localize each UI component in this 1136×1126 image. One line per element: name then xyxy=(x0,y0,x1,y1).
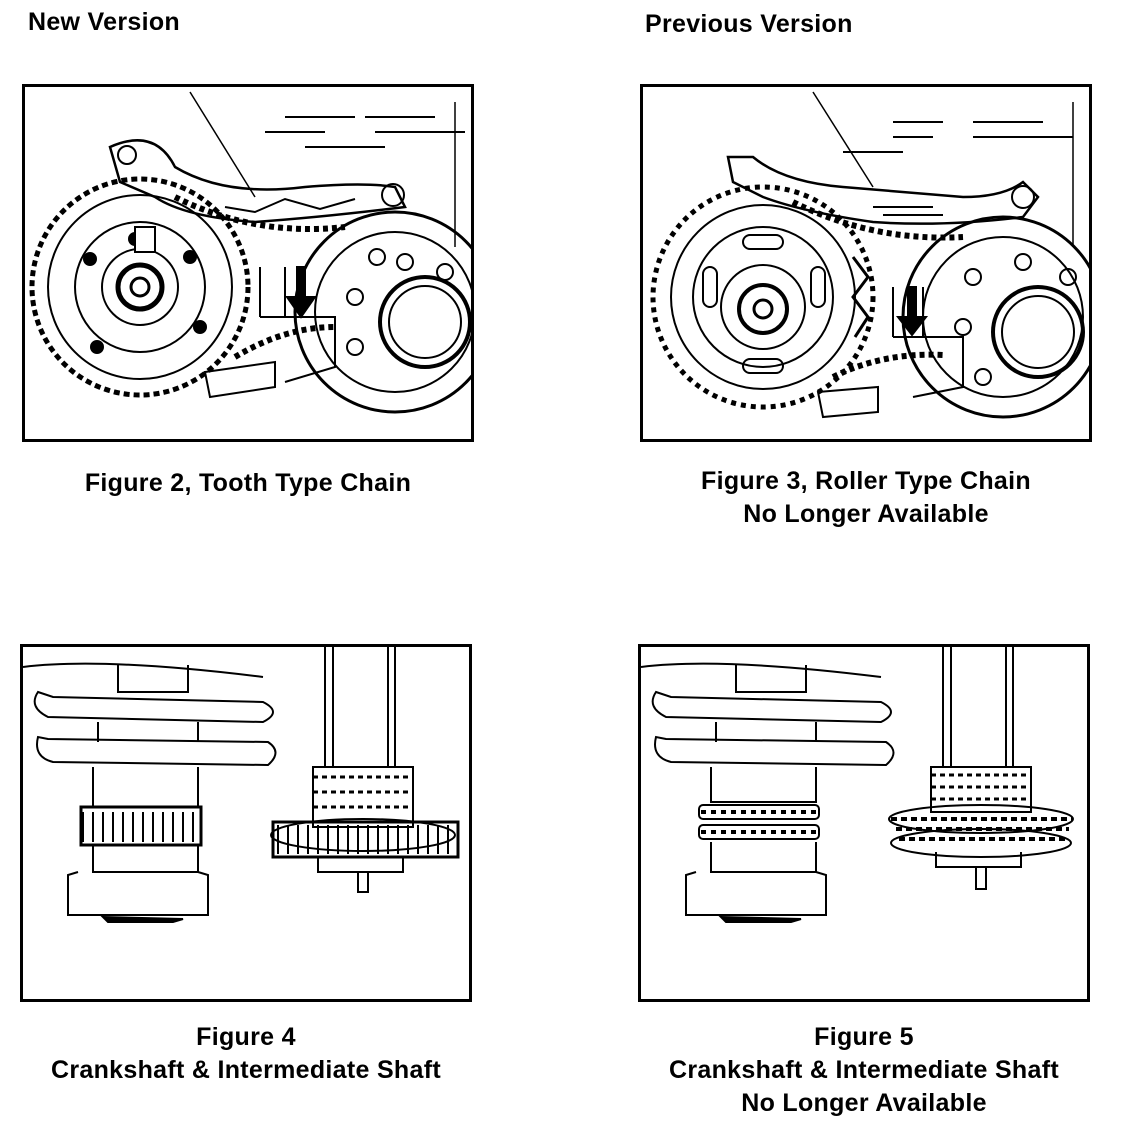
figure-5-illustration xyxy=(638,644,1090,1002)
figure-4-caption: Figure 4 Crankshaft & Intermediate Shaft xyxy=(20,1021,472,1087)
tooth-chain-drawing xyxy=(29,91,471,414)
caption-line: Figure 3, Roller Type Chain xyxy=(701,467,1031,495)
caption-line: Figure 4 xyxy=(196,1023,296,1051)
heading-previous-version: Previous Version xyxy=(645,10,853,38)
crankshaft-roller-sprocket-drawing xyxy=(641,647,1074,923)
figure-3-illustration xyxy=(640,84,1092,442)
caption-line: No Longer Available xyxy=(743,500,989,528)
caption-line: Figure 2, Tooth Type Chain xyxy=(84,469,412,497)
heading-new-version: New Version xyxy=(28,8,180,36)
roller-chain-drawing xyxy=(650,91,1089,419)
figure-5-caption: Figure 5 Crankshaft & Intermediate Shaft… xyxy=(638,1021,1090,1120)
caption-line: Figure 5 xyxy=(814,1023,914,1051)
crankshaft-tooth-sprocket-drawing xyxy=(23,647,460,923)
figure-2-illustration xyxy=(22,84,474,442)
caption-line: No Longer Available xyxy=(741,1089,987,1117)
caption-line: Crankshaft & Intermediate Shaft xyxy=(51,1056,441,1084)
figure-2-caption: Figure 2, Tooth Type Chain xyxy=(22,467,474,500)
caption-line: Crankshaft & Intermediate Shaft xyxy=(669,1056,1059,1084)
figure-4-illustration xyxy=(20,644,472,1002)
figure-3-caption: Figure 3, Roller Type Chain No Longer Av… xyxy=(640,465,1092,531)
